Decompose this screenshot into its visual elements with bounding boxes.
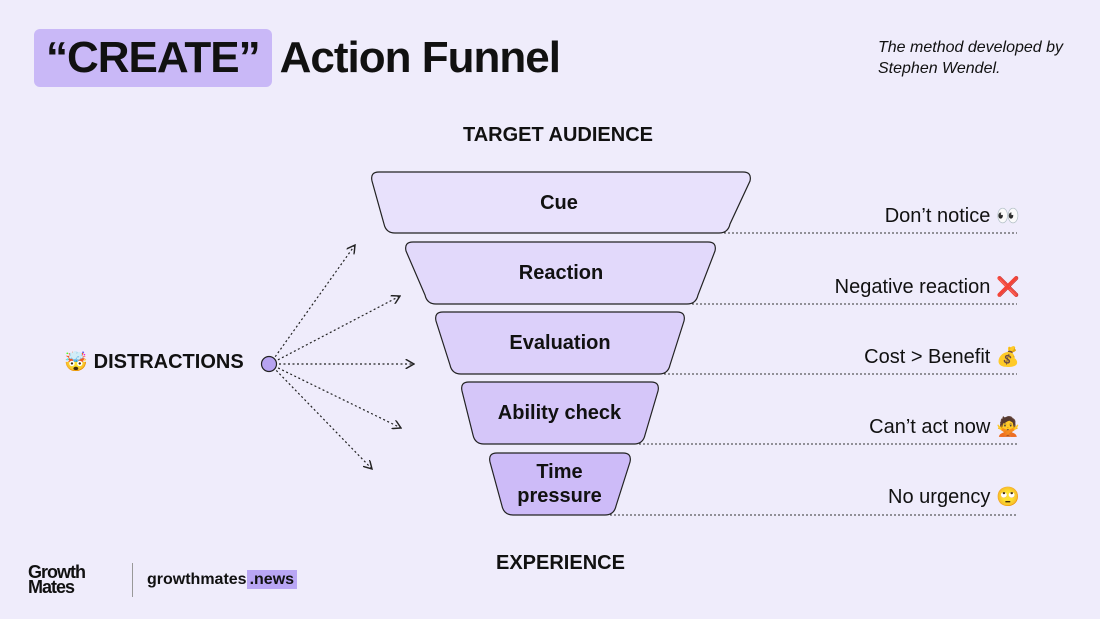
funnel-stage-label: Time pressure <box>517 461 602 507</box>
footer: Growth Mates growthmates.news <box>28 562 298 597</box>
outcome-text: Can’t act now <box>869 415 991 438</box>
funnel-stage-shape <box>489 452 631 516</box>
title-rest: Action Funnel <box>279 33 561 82</box>
distraction-arrow <box>269 363 372 469</box>
outcome-emoji-icon: 💰 <box>996 347 1020 368</box>
drop-off-outcome: Don’t notice👀 <box>885 204 1020 228</box>
footer-divider <box>132 563 133 597</box>
distraction-arrow <box>269 363 401 428</box>
drop-off-outcome: Cost > Benefit💰 <box>864 345 1020 369</box>
distractions-label: 🤯 DISTRACTIONS <box>64 350 244 374</box>
subtitle: The method developed by Stephen Wendel. <box>878 39 1064 77</box>
funnel-stage-label: Cue <box>540 191 578 214</box>
top-label: TARGET AUDIENCE <box>463 124 653 146</box>
outcome-emoji-icon: ❌ <box>996 277 1020 298</box>
distractions-node <box>260 355 278 373</box>
drop-off-outcome: Negative reaction❌ <box>835 275 1020 299</box>
outcome-text: Don’t notice <box>884 204 991 227</box>
drop-off-outcome: No urgency🙄 <box>888 485 1020 509</box>
funnel-stage-shape <box>405 241 716 305</box>
outcome-emoji-icon: 🙅 <box>996 417 1020 438</box>
funnel-stage-shape <box>435 311 685 375</box>
growth-mates-logo: Growth Mates <box>28 562 86 597</box>
bottom-label: EXPERIENCE <box>496 552 625 574</box>
outcome-emoji-icon: 🙄 <box>996 487 1020 508</box>
distractions-text: DISTRACTIONS <box>93 350 244 373</box>
title: “CREATE” Action Funnel <box>34 28 561 88</box>
exploding-head-icon: 🤯 <box>64 352 88 373</box>
funnel-stage-label: Evaluation <box>509 332 611 354</box>
distraction-arrow <box>269 296 400 365</box>
funnel-stage-label: Reaction <box>518 262 604 284</box>
funnel-stage-shape <box>371 171 751 234</box>
drop-off-outcome: Can’t act now🙅 <box>869 415 1020 439</box>
outcome-text: Cost > Benefit <box>864 345 991 368</box>
site-tld: .news <box>246 570 298 589</box>
outcome-emoji-icon: 👀 <box>996 206 1020 227</box>
title-highlight: “CREATE” <box>34 29 272 87</box>
outcome-text: No urgency <box>888 485 991 508</box>
funnel-stage-shape <box>461 381 659 445</box>
funnel-stage-label: Ability check <box>497 402 622 424</box>
site-link[interactable]: growthmates.news <box>147 570 298 589</box>
distraction-arrow <box>269 245 355 365</box>
site-main: growthmates <box>147 571 247 588</box>
outcome-text: Negative reaction <box>834 275 991 298</box>
